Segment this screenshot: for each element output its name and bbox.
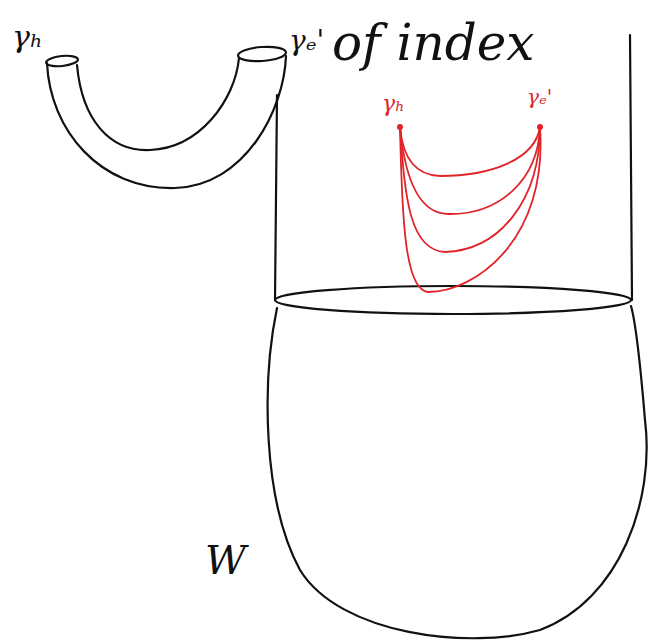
cap-w — [268, 306, 647, 638]
note-text: of index — [332, 16, 535, 71]
cylinder-neck — [275, 286, 631, 314]
orbit-label: γₑ' — [527, 86, 552, 108]
red-curve — [400, 127, 540, 176]
orbit-label: γₕ — [12, 20, 43, 53]
manifold-label: W — [205, 538, 246, 582]
red-curve — [400, 127, 540, 214]
orbit-label: γₕ — [382, 92, 405, 116]
tube-outer — [47, 56, 286, 188]
tube-end-right — [238, 45, 287, 62]
red-endpoint — [537, 124, 543, 130]
cylinder-right — [630, 35, 632, 300]
orbit-label: γₑ' — [289, 26, 324, 57]
red-curve — [400, 127, 541, 292]
red-endpoint — [397, 124, 403, 130]
tube-inner — [77, 58, 239, 150]
cylinder-left — [275, 95, 277, 300]
tube-end-left — [46, 54, 79, 67]
